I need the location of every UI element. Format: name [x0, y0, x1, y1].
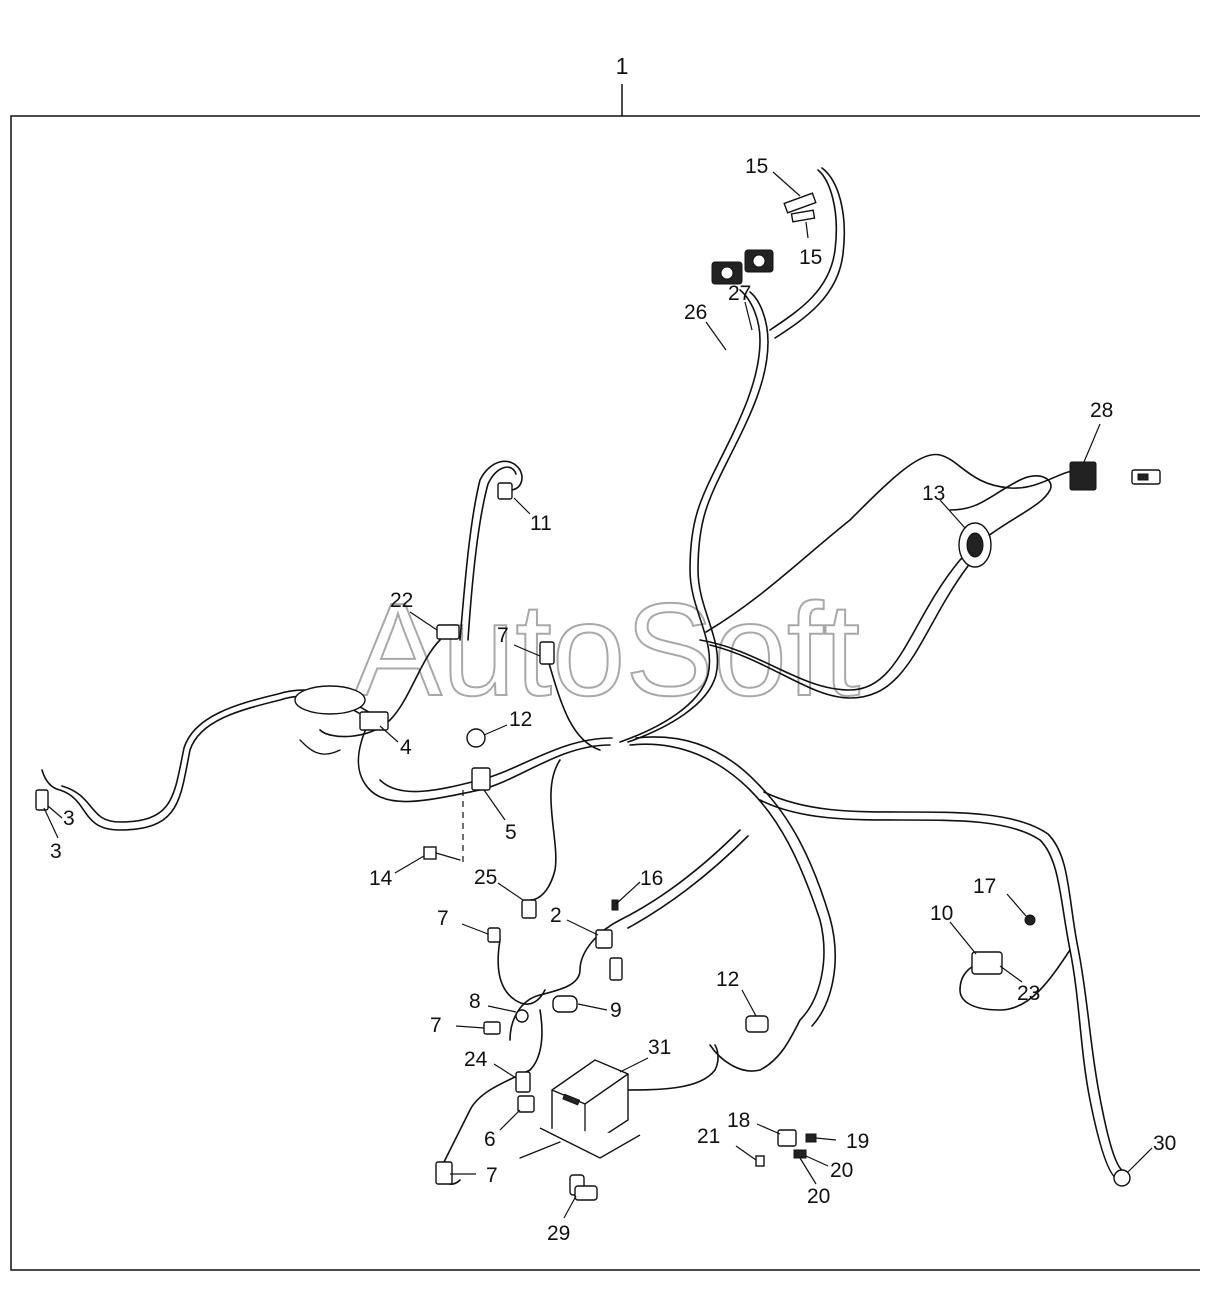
relay-9-icon: [552, 995, 578, 1013]
watermark: AutoSoft: [354, 576, 860, 723]
callout-14: 14: [369, 867, 393, 890]
callout-13: 13: [922, 482, 945, 505]
callout-24: 24: [464, 1048, 488, 1071]
connector-25-icon: [521, 899, 537, 919]
bracket-6-icon: [517, 1095, 535, 1113]
callout-8: 8: [469, 990, 481, 1013]
wire-harness: [41, 167, 1126, 1185]
clip-2-icon: [595, 899, 623, 981]
callout-5: 5: [505, 821, 517, 844]
fuse-21-icon: [755, 1155, 765, 1167]
callout-28: 28: [1090, 399, 1113, 422]
callout-20-upper: 20: [830, 1159, 853, 1182]
callout-27: 27: [728, 282, 751, 305]
callout-23: 23: [1017, 982, 1040, 1005]
relay-18-icon: [777, 1129, 797, 1147]
callout-19: 19: [846, 1130, 869, 1153]
grommet-8-icon: [515, 1009, 529, 1023]
terminal-3-icon: [35, 789, 49, 811]
clip-7-bottom-icon: [435, 1161, 453, 1185]
connector-22-icon: [436, 624, 460, 640]
connector-28-icon: [1069, 461, 1161, 491]
clip-7-lower-icon: [483, 1021, 501, 1035]
callout-12-upper: 12: [509, 708, 532, 731]
callout-7-upper: 7: [497, 624, 509, 647]
callout-2: 2: [550, 904, 562, 927]
callout-3-upper: 3: [63, 807, 75, 830]
callout-6: 6: [484, 1128, 496, 1151]
grommet-12-upper-icon: [466, 728, 486, 748]
callout-16: 16: [640, 867, 663, 890]
callout-31: 31: [648, 1036, 671, 1059]
connector-10-icon: [971, 914, 1036, 975]
callout-29: 29: [547, 1222, 570, 1245]
terminal-15-icon: [783, 192, 817, 223]
leader-lines: [43, 171, 1153, 1219]
bolt-14-icon: [423, 846, 461, 861]
clip-7-upper-icon: [539, 641, 555, 665]
fitting-29-icon: [569, 1174, 598, 1201]
callout-4: 4: [400, 736, 412, 759]
callouts: 15 15 27 26 28 13 11 22 7 12 4 3 3 5 14 …: [50, 155, 1176, 1245]
callout-22: 22: [390, 589, 413, 612]
terminal-19-icon: [805, 1133, 817, 1143]
clip-7-mid-icon: [487, 927, 501, 943]
connector-26-27-icon: [711, 249, 774, 285]
grommet-12-lower-icon: [745, 1015, 769, 1033]
callout-26: 26: [684, 301, 707, 324]
callout-20-lower: 20: [807, 1185, 830, 1208]
callout-9: 9: [610, 999, 622, 1022]
diagram-frame: [10, 84, 1200, 1271]
terminal-20-icon: [793, 1149, 807, 1159]
callout-21: 21: [697, 1125, 720, 1148]
callout-11: 11: [530, 512, 552, 535]
callout-17: 17: [973, 875, 996, 898]
callout-25: 25: [474, 866, 497, 889]
callout-12-lower: 12: [716, 968, 739, 991]
callout-7-mid: 7: [437, 907, 449, 930]
callout-7-lower-mid: 7: [430, 1014, 442, 1037]
callout-15-bottom: 15: [799, 246, 822, 269]
callout-10: 10: [930, 902, 953, 925]
module-31-icon: [519, 1059, 641, 1159]
callout-3-lower: 3: [50, 840, 62, 863]
terminal-30-icon: [1113, 1169, 1131, 1187]
bracket-5-icon: [471, 767, 491, 791]
callout-15-top: 15: [745, 155, 768, 178]
parts: [35, 192, 1161, 1201]
callout-18: 18: [727, 1109, 750, 1132]
relay-4-icon: [294, 685, 389, 731]
callout-7-bottom: 7: [486, 1164, 498, 1187]
assembly-number: 1: [616, 53, 629, 79]
callout-30: 30: [1153, 1132, 1176, 1155]
grommet-13-icon: [958, 522, 992, 568]
bracket-24-icon: [515, 1071, 531, 1093]
connector-11-icon: [497, 482, 513, 500]
